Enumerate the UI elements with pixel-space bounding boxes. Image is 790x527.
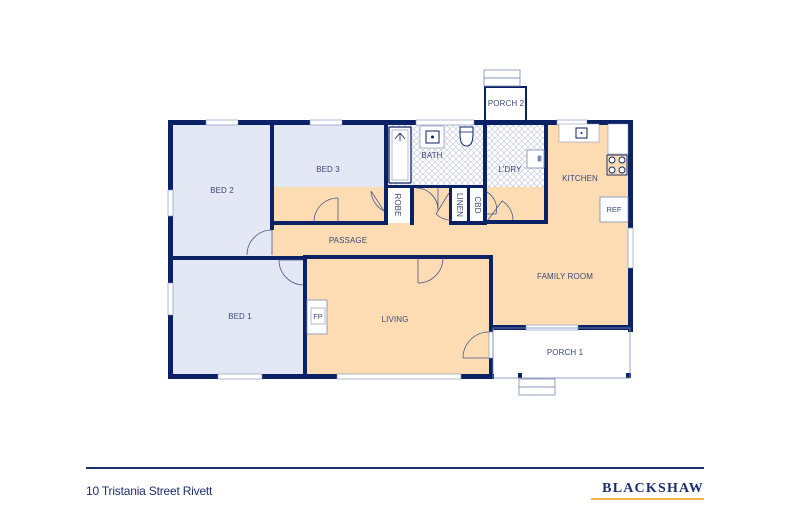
label-kitchen: KITCHEN — [562, 174, 598, 183]
property-address: 10 Tristania Street Rivett — [86, 484, 213, 498]
brand-logo: BLACKSHAW — [602, 481, 704, 496]
door-laundry — [487, 200, 514, 221]
label-laundry: L'DRY — [498, 165, 522, 174]
label-cbd: CBD — [473, 196, 482, 213]
label-robe: ROBE — [393, 193, 402, 216]
door-bed3 — [313, 197, 339, 223]
label-passage: PASSAGE — [329, 236, 367, 245]
footer-divider — [86, 467, 704, 469]
label-bath: BATH — [421, 151, 442, 160]
doors — [246, 187, 514, 359]
bench-side — [607, 123, 629, 155]
door-living-right — [462, 331, 490, 359]
cbd-area — [469, 187, 485, 223]
door-linen — [435, 192, 453, 221]
laundry-tub — [526, 149, 545, 169]
door-bath — [415, 187, 439, 211]
steps — [483, 69, 556, 396]
door-bed1 — [278, 259, 304, 286]
robe-area — [386, 187, 412, 223]
label-linen: LINEN — [455, 193, 464, 217]
label-family-room: FAMILY ROOM — [537, 272, 593, 281]
label-refrigerator: REF — [607, 205, 622, 214]
linen-area — [451, 187, 468, 223]
kitchen-fixtures — [558, 123, 629, 223]
porch1-area — [494, 328, 630, 378]
bath-fixtures — [388, 125, 474, 184]
fireplace — [306, 299, 328, 335]
door-cbd — [486, 191, 497, 215]
door-robe — [370, 190, 385, 212]
bed2-area — [172, 124, 272, 258]
bed1-area — [172, 259, 306, 375]
label-porch1: PORCH 1 — [547, 348, 584, 357]
porch1-outline — [492, 327, 631, 379]
label-bed3: BED 3 — [316, 165, 340, 174]
toilet — [459, 126, 474, 147]
porch2-area — [484, 88, 526, 122]
refrigerator — [599, 196, 629, 223]
door-living-top — [417, 257, 444, 284]
label-bed1: BED 1 — [228, 312, 252, 321]
room-labels: BED 2 BED 3 BED 1 BATH L'DRY KITCHEN PAS… — [210, 99, 622, 357]
windows — [167, 119, 634, 380]
family-area — [490, 222, 628, 328]
brand-underline — [591, 498, 704, 500]
label-porch2: PORCH 2 — [488, 99, 525, 108]
door-bed2 — [246, 229, 273, 256]
label-living: LIVING — [382, 315, 409, 324]
label-bed2: BED 2 — [210, 186, 234, 195]
cooktop — [606, 154, 628, 176]
label-fireplace: FP — [313, 312, 323, 321]
walls — [168, 86, 633, 379]
bathtub — [388, 126, 412, 184]
living-area — [306, 257, 490, 375]
